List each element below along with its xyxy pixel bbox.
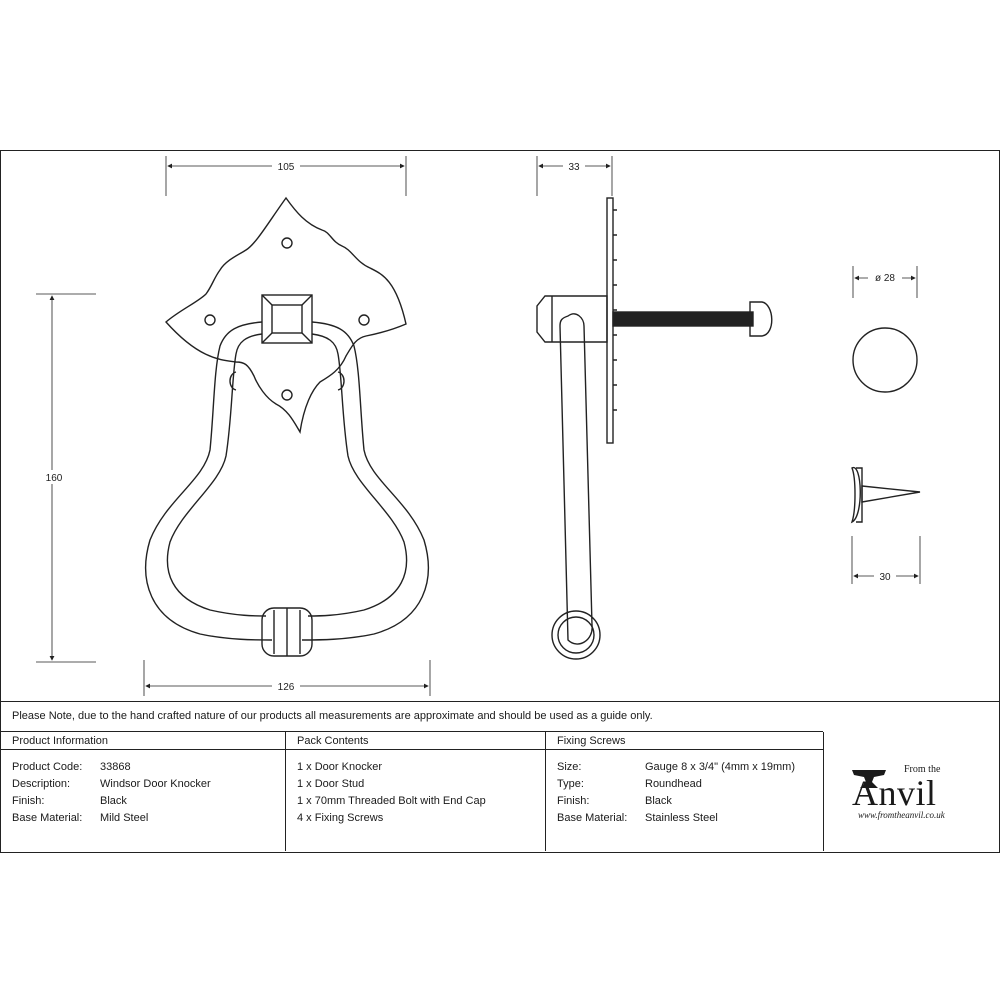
knocker-ring-outer: [145, 321, 429, 641]
technical-drawing: 105 126 160 33 ø 28 30: [36, 156, 921, 696]
info-row: Size: Gauge 8 x 3/4" (4mm x 19mm): [557, 759, 795, 776]
backplate-outline: [165, 196, 407, 435]
pack-contents-heading: Pack Contents: [297, 735, 369, 747]
info-key: Description:: [12, 778, 71, 790]
pack-item: 4 x Fixing Screws: [297, 812, 384, 824]
info-row: Product Code: 33868: [12, 759, 211, 776]
column-divider-3: [823, 732, 824, 851]
info-row: Finish: Black: [12, 793, 211, 810]
fixing-screws-heading: Fixing Screws: [557, 735, 626, 747]
product-information-table: Product Code: 33868 Description: Windsor D…: [12, 759, 211, 827]
dim-width-bottom: 126: [278, 682, 295, 693]
knocker-front-view: [145, 196, 429, 657]
info-key: Type:: [557, 778, 584, 790]
info-row: Type: Roundhead: [557, 776, 795, 793]
side-backplate: [606, 197, 614, 444]
bolt-end-cap: [749, 301, 773, 337]
info-row: Finish: Black: [557, 793, 795, 810]
backplate-hole-bottom: [281, 389, 293, 401]
product-information-heading: Product Information: [12, 735, 108, 747]
dim-height-left: 160: [46, 473, 63, 484]
table-top-divider: [0, 731, 823, 732]
info-row: Base Material: Stainless Steel: [557, 810, 795, 827]
anvil-icon: [852, 770, 886, 788]
info-value: Roundhead: [645, 778, 702, 790]
side-strike-plate-outer: [551, 610, 601, 660]
info-value: 33868: [100, 761, 131, 773]
threaded-bolt: [612, 311, 754, 327]
door-stud-views: [850, 327, 921, 524]
pack-item: 1 x Door Stud: [297, 778, 365, 790]
dim-width-top: 105: [278, 162, 295, 173]
pack-item: 1 x Door Knocker: [297, 761, 382, 773]
info-key: Base Material:: [12, 812, 83, 824]
pack-item: 1 x 70mm Threaded Bolt with End Cap: [297, 795, 486, 807]
info-key: Base Material:: [557, 812, 628, 824]
table-header-divider: [0, 749, 823, 750]
side-pivot-boss: [536, 295, 608, 343]
info-value: Black: [100, 795, 127, 807]
logo-from-text: From the: [904, 764, 941, 775]
logo-brand-text: Anvil: [852, 773, 937, 813]
info-key: Size:: [557, 761, 582, 773]
disclaimer-note: Please Note, due to the hand crafted nat…: [12, 710, 653, 722]
pyramid-boss: [261, 294, 313, 344]
note-divider: [0, 701, 999, 702]
info-value: Stainless Steel: [645, 812, 718, 824]
pack-contents-list: 1 x Door Knocker 1 x Door Stud 1 x 70mm …: [297, 759, 486, 827]
logo-url-text: www.fromtheanvil.co.uk: [858, 810, 945, 820]
dim-stud-length: 30: [879, 572, 891, 583]
info-value: Black: [645, 795, 672, 807]
info-row: Base Material: Mild Steel: [12, 810, 211, 827]
knocker-ring-inner: [166, 333, 408, 617]
info-key: Product Code:: [12, 761, 83, 773]
fixing-screws-table: Size: Gauge 8 x 3/4" (4mm x 19mm) Type: Ro…: [557, 759, 795, 827]
info-value: Windsor Door Knocker: [100, 778, 211, 790]
info-row: Description: Windsor Door Knocker: [12, 776, 211, 793]
backplate-hole-right: [358, 314, 370, 326]
dim-depth: 33: [568, 162, 580, 173]
stud-side-pin: [861, 485, 921, 503]
column-divider-2: [545, 732, 546, 851]
drawing-sheet: 105 126 160 33 ø 28 30 Please Note, due …: [0, 150, 1000, 853]
dimension-lines: [36, 156, 921, 696]
stud-side-head: [850, 467, 861, 524]
side-knocker-arm: [559, 313, 593, 645]
info-value: Mild Steel: [100, 812, 149, 824]
knocker-side-view: [536, 197, 773, 660]
info-value: Gauge 8 x 3/4" (4mm x 19mm): [645, 761, 796, 773]
backplate-hole-top: [281, 237, 293, 249]
dim-stud-diameter: ø 28: [875, 273, 895, 284]
backplate-hole-left: [204, 314, 216, 326]
dimension-labels: 105 126 160 33 ø 28 30: [42, 158, 902, 693]
info-key: Finish:: [12, 795, 45, 807]
anvil-logo: From the Anvil www.fromtheanvil.co.uk: [850, 764, 980, 824]
stud-front-circle: [852, 327, 918, 393]
column-divider-1: [285, 732, 286, 851]
info-key: Finish:: [557, 795, 590, 807]
